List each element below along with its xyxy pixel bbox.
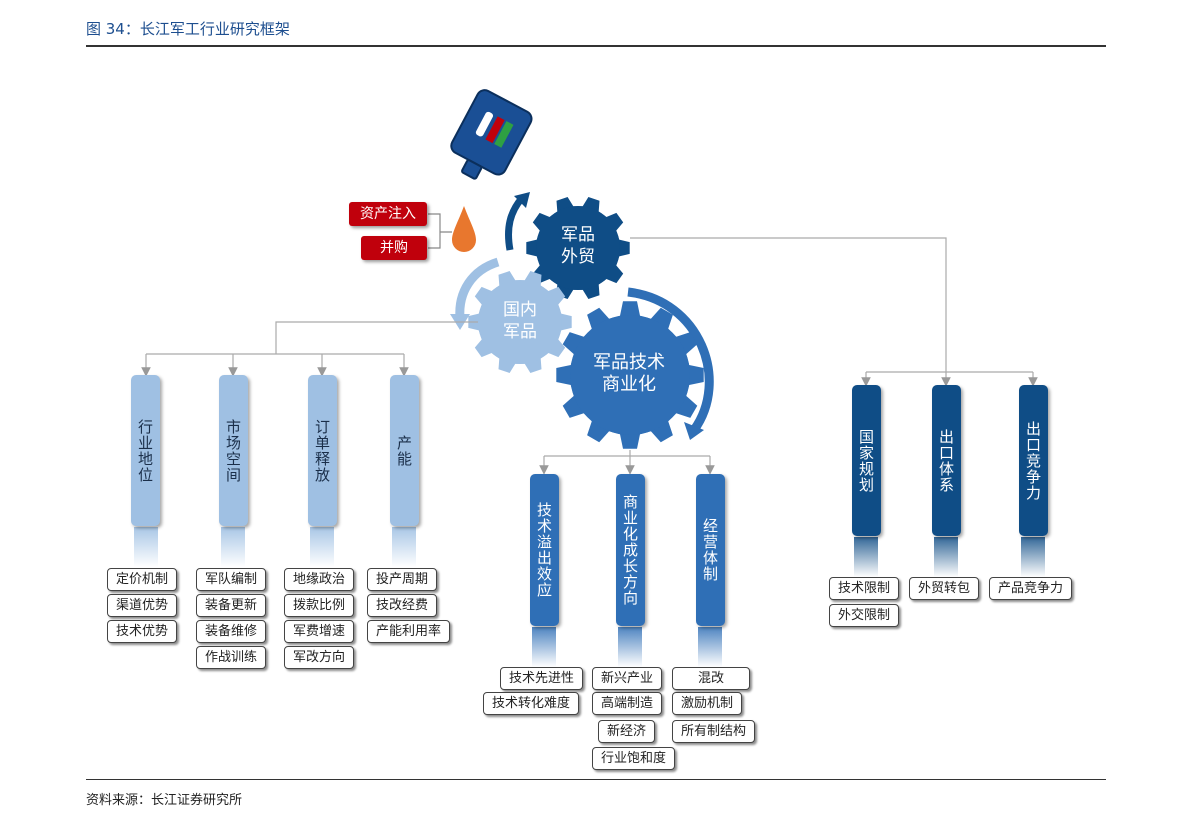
item-box: 地缘政治 — [284, 568, 355, 591]
item-box: 军队编制 — [196, 568, 267, 591]
top-rule — [86, 45, 1106, 47]
bar-order-release: 订单释放 — [308, 375, 337, 526]
item-box: 产能利用率 — [367, 620, 451, 643]
item-box: 所有制结构 — [672, 720, 756, 743]
bar-capacity: 产能 — [390, 375, 419, 526]
bar-export-system: 出口体系 — [932, 385, 961, 536]
figure-title: 图 34：长江军工行业研究框架 — [86, 20, 290, 38]
bar-export-competitiveness: 出口竞争力 — [1019, 385, 1048, 536]
bar-national-planning: 国家规划 — [852, 385, 881, 536]
bar-tech-spillover: 技术溢出效应 — [530, 474, 559, 626]
gear-domestic — [468, 271, 572, 373]
item-box: 新兴产业 — [592, 667, 663, 690]
bar-industry-position: 行业地位 — [131, 375, 160, 526]
item-box: 技改经费 — [367, 594, 438, 617]
gear-commercial-label: 军品技术 商业化 — [593, 352, 665, 395]
connector-lines — [141, 237, 1038, 475]
bar-market-space: 市场空间 — [219, 375, 248, 526]
bar-fades — [134, 527, 1045, 667]
item-box: 高端制造 — [592, 692, 663, 715]
curved-arrow-right — [627, 287, 714, 433]
item-box: 装备更新 — [196, 594, 267, 617]
gear-foreign-trade-label: 军品 外贸 — [561, 225, 595, 267]
drop-icon — [452, 206, 476, 252]
item-box: 投产周期 — [367, 568, 438, 591]
gear-foreign-trade — [526, 197, 630, 299]
item-box: 外交限制 — [829, 604, 900, 627]
item-box: 技术优势 — [107, 620, 178, 643]
item-box: 混改 — [672, 667, 750, 690]
item-box: 军改方向 — [284, 646, 355, 669]
bottom-rule — [86, 779, 1106, 780]
curved-arrow-upper — [505, 195, 525, 251]
item-box: 新经济 — [598, 720, 656, 743]
item-box: 定价机制 — [107, 568, 178, 591]
item-box: 产品竞争力 — [989, 577, 1073, 600]
bar-operating-system: 经营体制 — [696, 474, 725, 626]
item-box: 行业饱和度 — [592, 747, 676, 770]
item-box: 装备维修 — [196, 620, 267, 643]
asset-injection-box: 资产注入 — [349, 202, 427, 226]
item-box: 技术限制 — [829, 577, 900, 600]
merger-bracket — [428, 213, 452, 249]
gear-domestic-label: 国内 军品 — [503, 300, 537, 342]
item-box: 拨款比例 — [284, 594, 355, 617]
bar-commercial-growth: 商业化成长方向 — [616, 474, 645, 626]
item-box: 技术转化难度 — [483, 692, 580, 715]
item-box: 外贸转包 — [909, 577, 980, 600]
curved-arrow-left — [455, 257, 500, 319]
item-box: 技术先进性 — [500, 667, 584, 690]
merger-box: 并购 — [361, 236, 427, 260]
item-box: 作战训练 — [196, 646, 267, 669]
source-note: 资料来源：长江证券研究所 — [86, 793, 243, 808]
gear-commercial — [556, 301, 704, 449]
fuel-can-icon — [450, 89, 533, 180]
item-box: 军费增速 — [284, 620, 355, 643]
item-box: 渠道优势 — [107, 594, 178, 617]
item-box: 激励机制 — [672, 692, 743, 715]
